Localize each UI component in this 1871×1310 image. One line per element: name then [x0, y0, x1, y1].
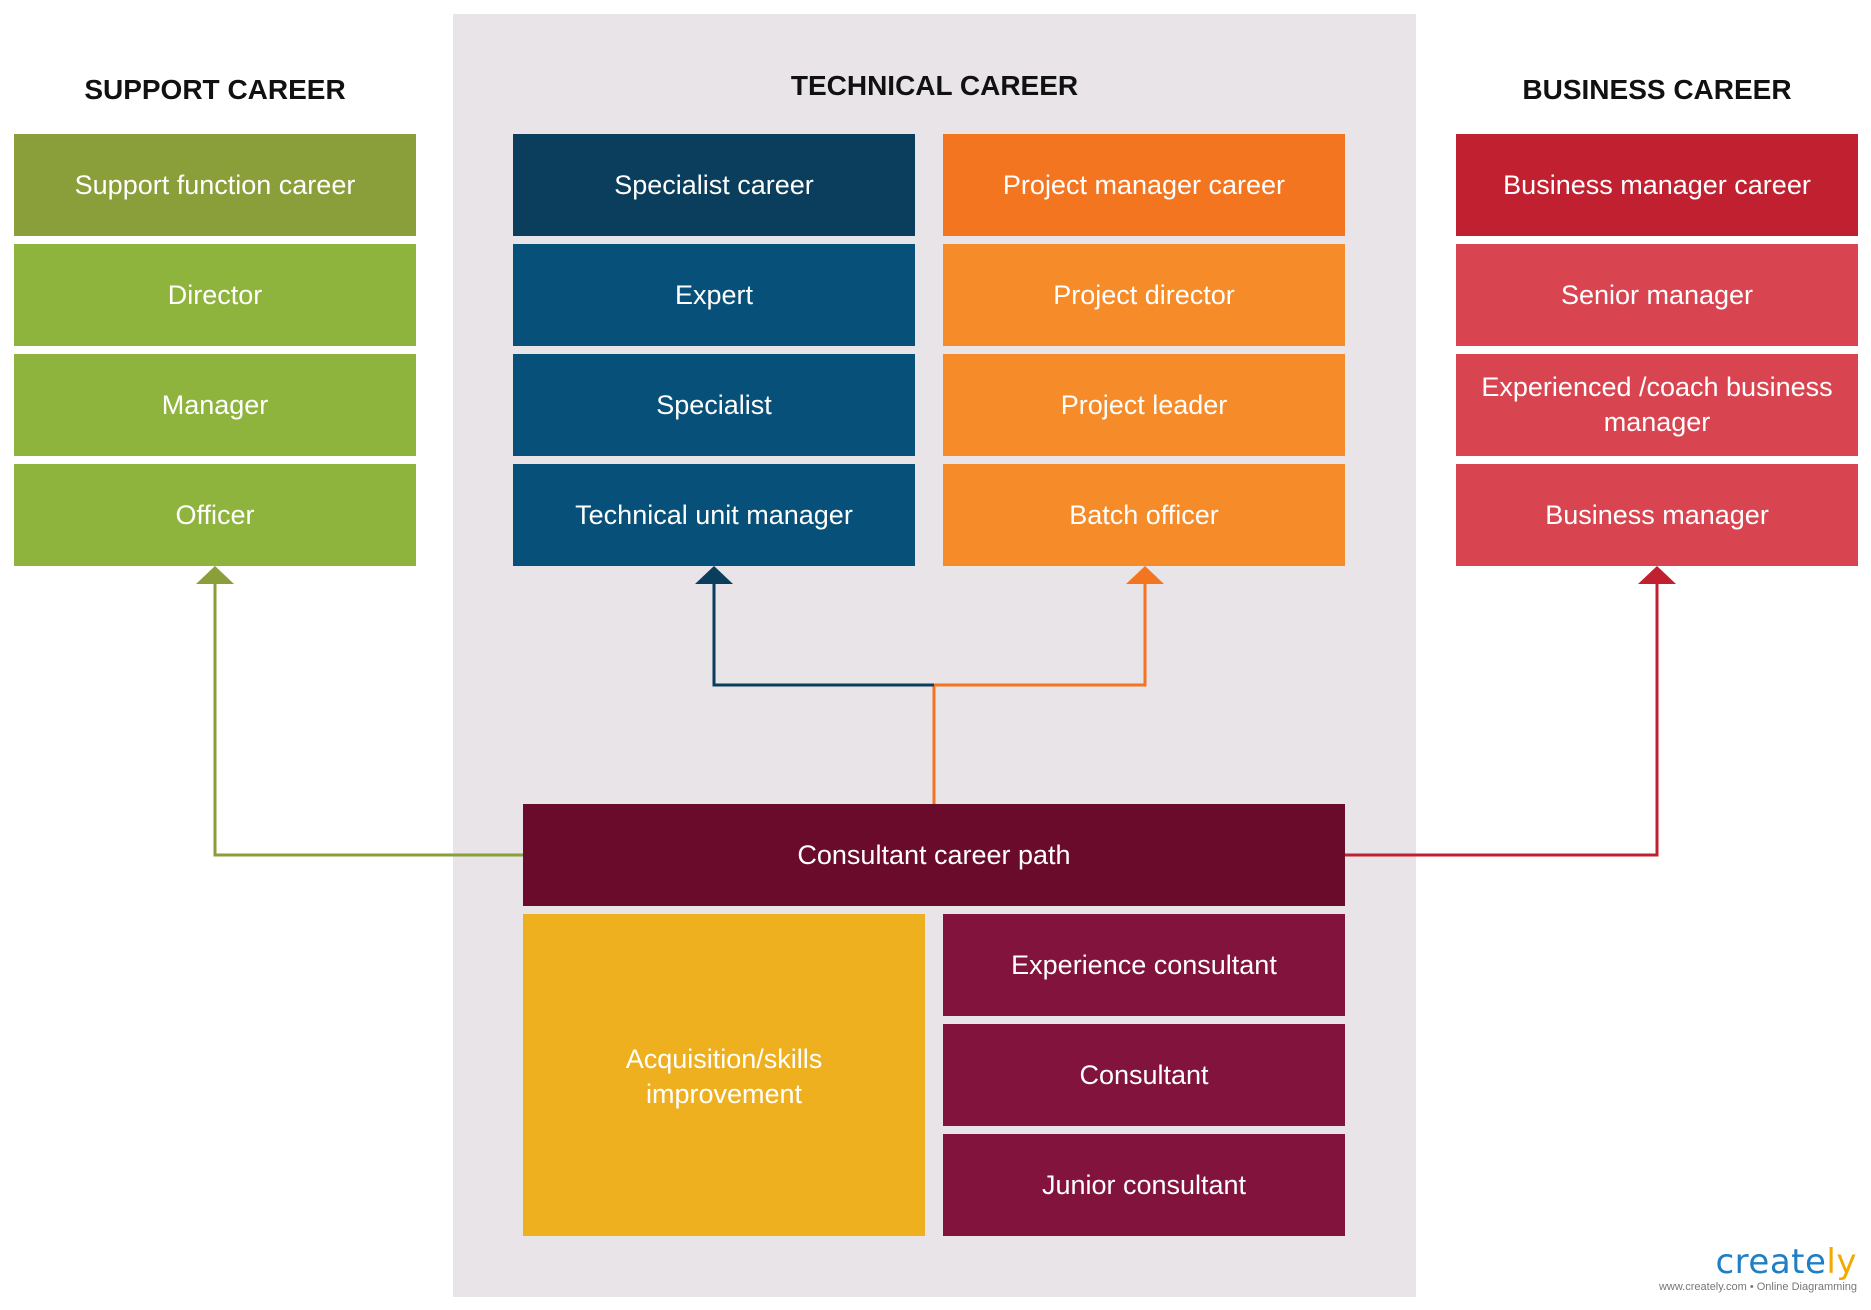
specialist-technical-unit-manager-box: Technical unit manager	[513, 464, 915, 566]
arrowhead-support	[196, 566, 234, 584]
consultant-career-path-box: Consultant career path	[523, 804, 1345, 906]
connector-to-support	[213, 582, 525, 857]
support-director-box: Director	[14, 244, 416, 346]
support-function-career-box: Support function career	[14, 134, 416, 236]
creately-logo: creately www.creately.com • Online Diagr…	[1659, 1244, 1857, 1294]
specialist-expert-box: Expert	[513, 244, 915, 346]
specialist-career-box: Specialist career	[513, 134, 915, 236]
project-manager-career-box: Project manager career	[943, 134, 1345, 236]
logo-wordmark: creately	[1715, 1242, 1857, 1282]
connector-to-business	[1345, 582, 1659, 857]
business-manager-career-box: Business manager career	[1456, 134, 1858, 236]
support-officer-box: Officer	[14, 464, 416, 566]
logo-tagline: www.creately.com • Online Diagramming	[1658, 1281, 1857, 1293]
consultant-box: Consultant	[943, 1024, 1345, 1126]
business-career-heading: BUSINESS CAREER	[1522, 74, 1792, 105]
support-manager-box: Manager	[14, 354, 416, 456]
arrowhead-project	[1126, 566, 1164, 584]
arrowhead-business	[1638, 566, 1676, 584]
project-director-box: Project director	[943, 244, 1345, 346]
junior-consultant-box: Junior consultant	[943, 1134, 1345, 1236]
connector-to-specialist	[712, 582, 934, 687]
business-manager-box: Business manager	[1456, 464, 1858, 566]
connector-to-project	[934, 582, 1147, 687]
batch-officer-box: Batch officer	[943, 464, 1345, 566]
arrowhead-specialist	[695, 566, 733, 584]
senior-manager-box: Senior manager	[1456, 244, 1858, 346]
project-leader-box: Project leader	[943, 354, 1345, 456]
support-career-heading: SUPPORT CAREER	[84, 74, 346, 105]
experienced-coach-business-manager-box: Experienced /coach business manager	[1456, 354, 1858, 456]
experience-consultant-box: Experience consultant	[943, 914, 1345, 1016]
technical-career-heading: TECHNICAL CAREER	[790, 70, 1079, 101]
specialist-specialist-box: Specialist	[513, 354, 915, 456]
acquisition-skills-improvement-box: Acquisition/skills improvement	[523, 914, 925, 1236]
